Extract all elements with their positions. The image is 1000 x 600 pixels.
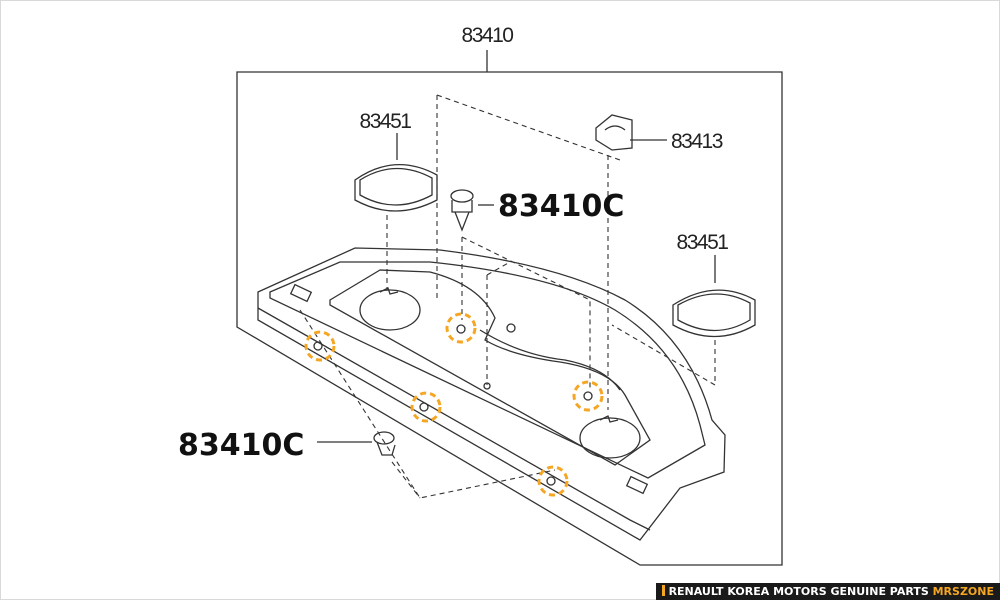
speaker-cover-left (354, 164, 438, 212)
label-clip-bottom: 83410C (178, 428, 304, 463)
clip-top (450, 189, 474, 232)
assembly-boundary (236, 50, 783, 566)
highlight-marker (410, 391, 442, 423)
highlight-marker (572, 380, 604, 412)
label-bracket: 83413 (671, 130, 723, 153)
highlight-marker (445, 312, 477, 344)
label-cover-left: 83451 (360, 110, 412, 133)
footer-brand: MRSZONE (932, 585, 994, 598)
bracket-part (595, 114, 633, 151)
speaker-cover-right (672, 289, 756, 338)
highlight-marker (537, 465, 569, 497)
parcel-shelf (257, 247, 726, 541)
label-clip-top: 83410C (498, 189, 624, 224)
watermark-footer: RENAULT KOREA MOTORS GENUINE PARTS MRSZO… (655, 583, 1000, 600)
footer-text: RENAULT KOREA MOTORS GENUINE PARTS (668, 585, 929, 598)
label-assembly: 83410 (462, 24, 514, 47)
clip-bottom (373, 431, 396, 456)
highlight-markers (304, 312, 604, 497)
label-cover-right: 83451 (677, 231, 729, 254)
projection-lines (299, 94, 716, 499)
highlight-marker (304, 330, 336, 362)
footer-accent (661, 585, 665, 596)
